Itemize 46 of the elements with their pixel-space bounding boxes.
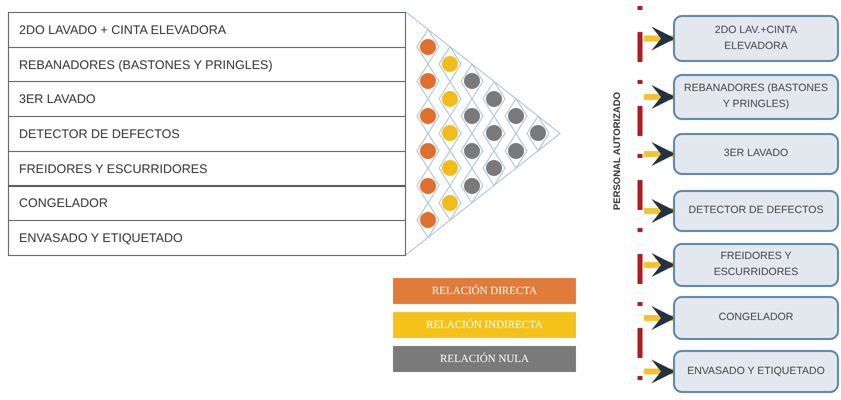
- table-row: FREIDORES Y ESCURRIDORES: [8, 150, 406, 186]
- relation-dot: [508, 142, 524, 159]
- relation-dot: [464, 108, 480, 124]
- process-box: FREIDORES Y ESCURRIDORES: [673, 243, 839, 287]
- relation-dot: [464, 73, 480, 90]
- relation-dot: [464, 142, 480, 159]
- chevron-arrow: [644, 253, 676, 277]
- legend-key: RELACIÓN DIRECTA: [393, 278, 576, 304]
- relation-dot: [442, 90, 458, 107]
- chevron-arrow: [644, 85, 676, 109]
- table-row: DETECTOR DE DEFECTOS: [8, 116, 406, 152]
- chevron-arrow: [644, 306, 676, 330]
- relation-dot: [442, 125, 458, 142]
- relation-dot: [486, 160, 502, 176]
- relation-dot: [486, 90, 502, 107]
- table-row: CONGELADOR: [8, 186, 406, 222]
- legend-key: RELACIÓN NULA: [393, 346, 576, 372]
- vertical-label: PERSONAL AUTORIZADO: [612, 92, 623, 210]
- process-box: 3ER LAVADO: [673, 133, 839, 175]
- relation-dot: [420, 73, 436, 90]
- relation-dot: [420, 178, 436, 194]
- table-row: 2DO LAVADO + CINTA ELEVADORA: [8, 12, 406, 48]
- chevron-arrow: [644, 26, 676, 50]
- table-row: ENVASADO Y ETIQUETADO: [8, 220, 406, 256]
- process-box: 2DO LAV.+CINTA ELEVADORA: [673, 15, 839, 62]
- chevron-arrow: [644, 360, 676, 384]
- relation-dot: [530, 125, 546, 142]
- process-box: DETECTOR DE DEFECTOS: [673, 190, 839, 232]
- process-box: REBANADORES (BASTONES Y PRINGLES): [673, 74, 839, 120]
- relation-dot: [464, 178, 480, 194]
- legend-key: RELACIÓN INDIRECTA: [393, 312, 576, 338]
- relation-dot: [420, 142, 436, 159]
- relation-dot: [420, 212, 436, 228]
- relation-dot: [420, 38, 436, 55]
- process-box: CONGELADOR: [673, 296, 839, 340]
- table-row: REBANADORES (BASTONES Y PRINGLES): [8, 46, 406, 82]
- relation-dot: [442, 194, 458, 211]
- relation-dot: [442, 160, 458, 176]
- process-box: ENVASADO Y ETIQUETADO: [673, 350, 839, 393]
- relation-dot: [442, 56, 458, 72]
- relation-dot: [420, 108, 436, 124]
- chevron-arrow: [644, 199, 676, 223]
- chevron-arrow: [644, 142, 676, 166]
- relation-dot: [508, 108, 524, 124]
- table-row: 3ER LAVADO: [8, 81, 406, 118]
- relation-dot: [486, 125, 502, 142]
